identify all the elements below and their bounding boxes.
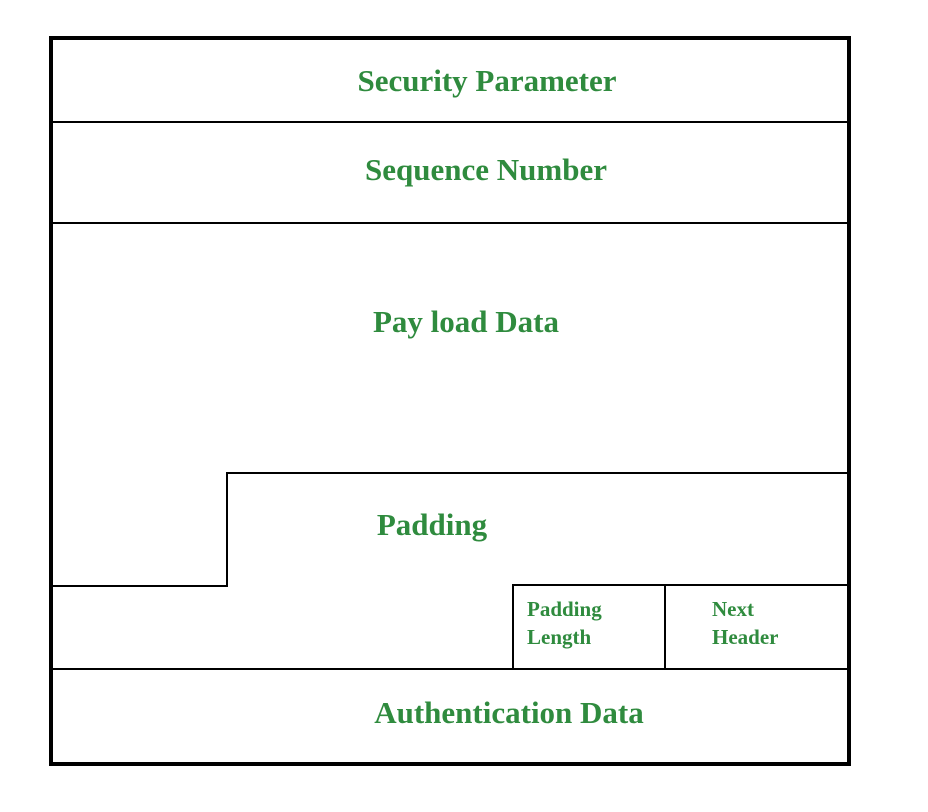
- authentication-data-label: Authentication Data: [374, 695, 644, 730]
- outer-border: [49, 36, 851, 766]
- padding-label: Padding: [376, 507, 488, 542]
- next-header-label: Next Header: [712, 597, 779, 649]
- padding-length-label: Padding Length: [527, 597, 602, 649]
- padding-step-boundary: [51, 472, 849, 587]
- security-parameter-label: Security Parameter: [357, 63, 617, 98]
- small-boxes-boundary: [512, 584, 849, 669]
- sequence-number-label: Sequence Number: [365, 152, 607, 187]
- payload-data-label: Pay load Data: [373, 304, 559, 339]
